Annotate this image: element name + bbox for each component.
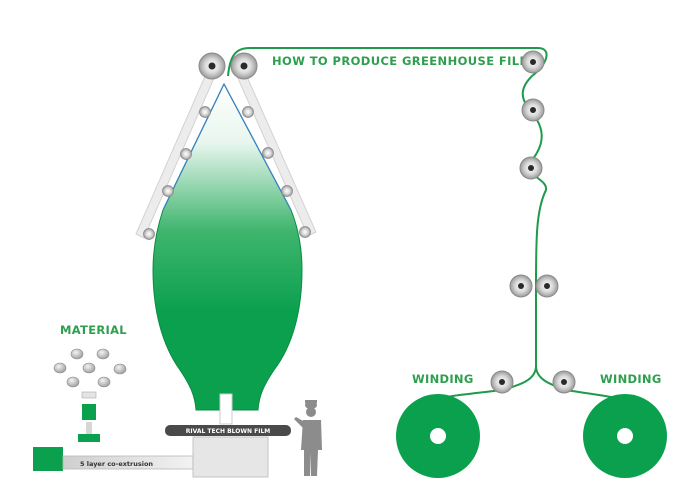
- nip-rollers: [198, 52, 258, 80]
- winding-label-left: WINDING: [412, 372, 474, 386]
- pellet-icon: [70, 348, 84, 360]
- roller-icon: [240, 62, 248, 70]
- roller-icon: [528, 165, 534, 171]
- roller-icon: [561, 379, 567, 385]
- extruder-motor: [33, 447, 63, 471]
- film-bubble: [152, 82, 303, 411]
- material-pellets: [53, 348, 127, 388]
- diagram-title: HOW TO PRODUCE GREENHOUSE FILM?: [272, 54, 538, 68]
- roller-icon: [518, 283, 524, 289]
- path-rollers: [490, 50, 576, 394]
- hopper-top: [81, 391, 97, 399]
- roller-icon: [208, 62, 216, 70]
- hopper-neck: [86, 422, 92, 434]
- hopper: [78, 391, 100, 442]
- material-label: MATERIAL: [60, 323, 127, 337]
- reel-core: [430, 428, 446, 444]
- extrusion-label: 5 layer co-extrusion: [80, 460, 153, 468]
- roller-icon: [199, 106, 211, 118]
- winding-reel-right: [583, 394, 667, 478]
- roller-icon: [299, 226, 311, 238]
- roller-icon: [499, 379, 505, 385]
- roller-icon: [281, 185, 293, 197]
- hopper-base: [78, 434, 100, 442]
- frame-rollers: [143, 106, 311, 240]
- pellet-icon: [53, 362, 67, 374]
- roller-icon: [262, 147, 274, 159]
- pellet-icon: [97, 376, 111, 388]
- die-plate-label: RIVAL TECH BLOWN FILM: [186, 428, 271, 435]
- roller-icon: [530, 107, 536, 113]
- pellet-icon: [82, 362, 96, 374]
- air-ring-tube: [219, 393, 233, 425]
- winding-reel-left: [396, 394, 480, 478]
- roller-icon: [544, 283, 550, 289]
- roller-icon: [242, 106, 254, 118]
- die-plate: [165, 425, 291, 436]
- pellet-icon: [66, 376, 80, 388]
- die-base: [192, 436, 269, 478]
- pellet-icon: [96, 348, 110, 360]
- hopper-body: [82, 404, 96, 420]
- reel-core: [617, 428, 633, 444]
- film-edge-right: [223, 83, 292, 211]
- roller-icon: [143, 228, 155, 240]
- roller-icon: [180, 148, 192, 160]
- pellet-icon: [113, 363, 127, 375]
- roller-icon: [162, 185, 174, 197]
- roller-icon: [530, 59, 536, 65]
- winding-label-right: WINDING: [600, 372, 662, 386]
- operator-icon: [294, 400, 322, 476]
